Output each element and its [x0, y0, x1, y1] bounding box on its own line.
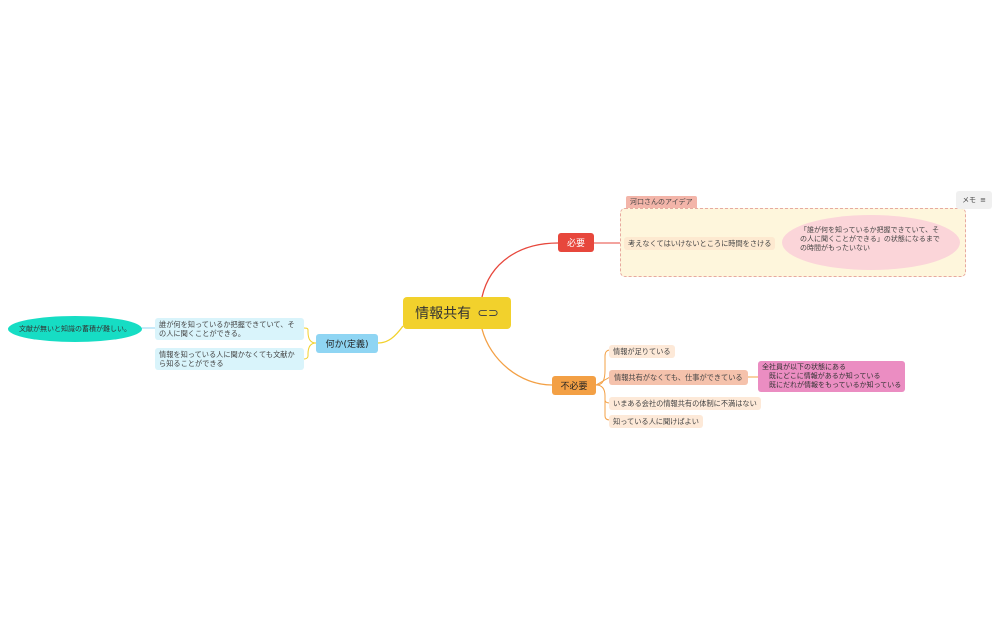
- branch-need[interactable]: 必要: [558, 233, 594, 252]
- definition-child-2[interactable]: 情報を知っている人に聞かなくても文献から知ることができる: [155, 348, 304, 370]
- lines-icon: ≡: [980, 196, 986, 204]
- need-note-ellipse[interactable]: 「誰が何を知っているか把握できていて、その人に聞くことができる」の状態になるまで…: [782, 215, 960, 270]
- noneed-note-box[interactable]: 全社員が以下の状態にある 既にどこに情報があるか知っている 既にだれが情報をもっ…: [758, 361, 905, 392]
- branch-noneed[interactable]: 不必要: [552, 376, 596, 395]
- root-topic-label: 情報共有: [415, 306, 472, 322]
- root-topic[interactable]: 情報共有 ⊂⊃: [403, 297, 511, 329]
- definition-note-ellipse[interactable]: 文献が無いと知識の蓄積が難しい。: [8, 316, 142, 342]
- noneed-child-1[interactable]: 情報が足りている: [609, 345, 675, 358]
- memo-button[interactable]: メモ ≡: [956, 191, 992, 209]
- memo-label: メモ: [962, 196, 977, 204]
- definition-child-1[interactable]: 誰が何を知っているか把握できていて、その人に聞くことができる。: [155, 318, 304, 340]
- noneed-child-3[interactable]: いまある会社の情報共有の体制に不満はない: [609, 397, 761, 410]
- need-child-topic[interactable]: 考えなくてはいけないところに時間をさける: [624, 237, 776, 250]
- boundary-tag[interactable]: 河口さんのアイデア: [626, 196, 697, 208]
- link-icon[interactable]: ⊂⊃: [477, 305, 499, 321]
- noneed-child-4[interactable]: 知っている人に聞けばよい: [609, 415, 703, 428]
- noneed-child-2[interactable]: 情報共有がなくても、仕事ができている: [609, 370, 748, 385]
- branch-definition[interactable]: 何か(定義): [316, 334, 378, 353]
